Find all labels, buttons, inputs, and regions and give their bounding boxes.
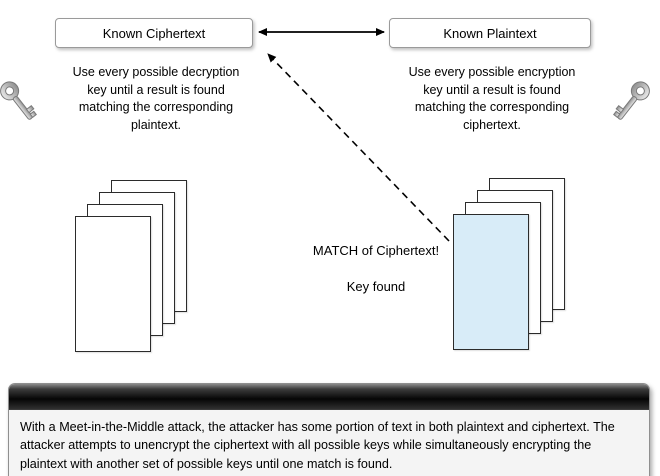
known-plaintext-box: Known Plaintext bbox=[389, 18, 591, 48]
card bbox=[75, 216, 151, 352]
panel-header-bar bbox=[9, 384, 649, 410]
key-icon bbox=[599, 73, 659, 138]
known-ciphertext-box: Known Ciphertext bbox=[55, 18, 253, 48]
highlighted-card bbox=[453, 214, 529, 350]
known-ciphertext-label: Known Ciphertext bbox=[102, 25, 206, 41]
key-found-label: Key found bbox=[346, 279, 406, 294]
match-label: MATCH of Ciphertext! bbox=[312, 243, 440, 258]
plaintext-card-stack bbox=[453, 178, 565, 350]
explanation-text: With a Meet-in-the-Middle attack, the at… bbox=[20, 420, 615, 471]
explanation-panel: With a Meet-in-the-Middle attack, the at… bbox=[8, 383, 650, 476]
match-labels: MATCH of Ciphertext! Key found bbox=[300, 243, 452, 294]
key-icon bbox=[0, 73, 51, 138]
ciphertext-card-stack bbox=[75, 180, 187, 352]
known-plaintext-label: Known Plaintext bbox=[443, 25, 537, 41]
left-caption: Use every possible decryption key until … bbox=[72, 65, 240, 132]
right-caption: Use every possible encryption key until … bbox=[408, 65, 576, 132]
